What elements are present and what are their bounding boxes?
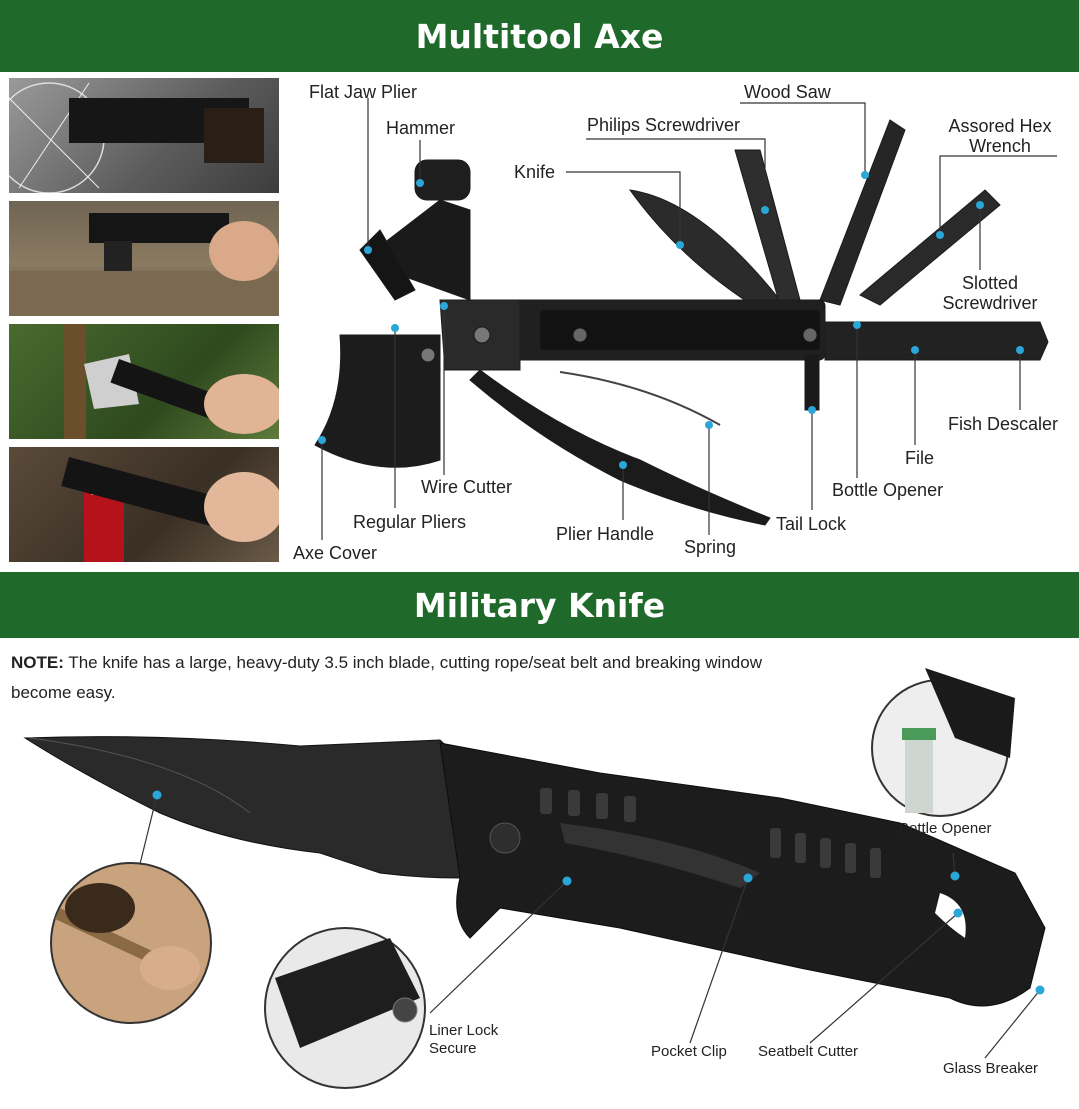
military-knife-illustration <box>23 668 1046 1089</box>
tail-lock-shape <box>804 354 820 411</box>
hammer-head <box>414 159 471 201</box>
axe-head <box>314 334 441 468</box>
label-philips-screwdriver: Philips Screwdriver <box>587 115 741 135</box>
pocket-clip-shape <box>560 823 760 888</box>
note-prefix: NOTE: <box>11 653 64 672</box>
military-knife-title: Military Knife <box>413 585 666 625</box>
military-knife-banner: Military Knife <box>0 572 1079 638</box>
label-bottle-opener: Bottle Opener <box>832 480 944 500</box>
photo-hammer-nail <box>9 201 279 316</box>
label-seatbelt-cutter: Seatbelt Cutter <box>758 1043 859 1060</box>
file-arm <box>824 321 1049 361</box>
inset-liner-lock <box>264 927 426 1089</box>
label-flat-jaw-plier: Flat Jaw Plier <box>309 82 418 102</box>
label-spring: Spring <box>684 537 737 557</box>
note-body: The knife has a large, heavy-duty 3.5 in… <box>11 653 762 702</box>
inset-bottle-opener <box>871 668 1015 817</box>
label-file: File <box>905 448 935 468</box>
label-hex-wrench: Assored Hex Wrench <box>948 116 1052 156</box>
label-fish-descaler: Fish Descaler <box>948 414 1059 434</box>
hex-wrench-blade <box>859 189 1001 306</box>
plier-handle-shape <box>469 369 771 526</box>
wood-saw-blade <box>819 119 906 306</box>
label-knife-bottle-opener: Bottle Opener <box>899 820 992 837</box>
multitool-axe-title: Multitool Axe <box>415 16 664 56</box>
photo-bike-repair <box>9 78 279 193</box>
label-tail-lock: Tail Lock <box>776 514 847 534</box>
label-knife: Knife <box>514 162 556 182</box>
inset-whittling <box>50 862 212 1024</box>
label-plier-handle: Plier Handle <box>556 524 655 544</box>
multitool-axe-banner: Multitool Axe <box>0 0 1079 72</box>
label-slotted-screwdriver: Slotted Screwdriver <box>942 273 1038 313</box>
label-wire-cutter: Wire Cutter <box>421 477 513 497</box>
label-hammer: Hammer <box>386 118 456 138</box>
label-glass-breaker: Glass Breaker <box>943 1060 1039 1077</box>
multitool-illustration <box>314 98 1057 540</box>
label-regular-pliers: Regular Pliers <box>353 512 467 532</box>
label-pocket-clip: Pocket Clip <box>651 1043 727 1060</box>
photo-bottle-opener <box>9 447 279 562</box>
label-axe-cover: Axe Cover <box>293 543 378 563</box>
note-text: NOTE: The knife has a large, heavy-duty … <box>11 648 771 708</box>
photo-axe-wood <box>9 324 279 439</box>
knife-blade-shape <box>23 736 471 879</box>
label-wood-saw: Wood Saw <box>744 82 831 102</box>
label-liner-lock: Liner Lock Secure <box>429 1022 499 1057</box>
